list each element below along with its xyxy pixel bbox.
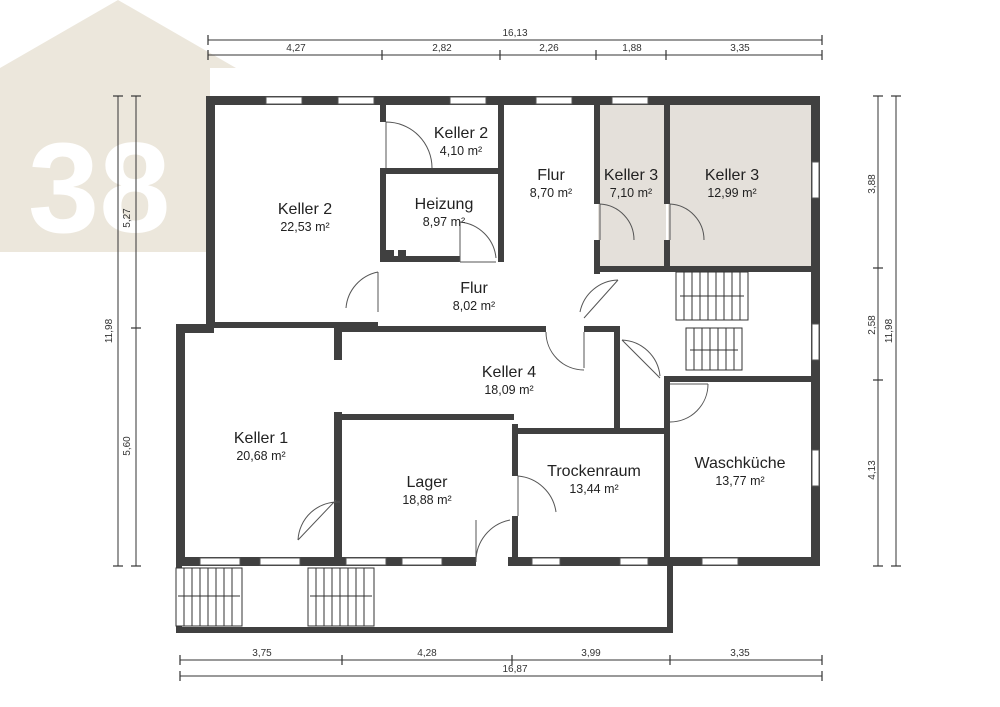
dimension-top: 3,35 — [730, 43, 750, 54]
dimension-right-total: 11,98 — [884, 318, 895, 343]
room-labels: Keller 2 4,10 m² Flur 8,70 m² Keller 3 7… — [234, 125, 786, 507]
room-name: Flur — [537, 167, 565, 184]
room-area: 13,77 m² — [715, 474, 764, 488]
dimension-bottom: 3,35 — [730, 648, 750, 659]
windows — [199, 96, 820, 566]
room-area: 8,97 m² — [423, 215, 465, 229]
room-area: 18,09 m² — [484, 383, 533, 397]
room-area: 7,10 m² — [610, 186, 652, 200]
room-fill-keller3-large — [668, 104, 812, 266]
room-area: 20,68 m² — [236, 449, 285, 463]
dimension-top: 2,82 — [432, 43, 452, 54]
room-area: 13,44 m² — [569, 482, 618, 496]
dimension-top: 4,27 — [286, 43, 306, 54]
room-area: 12,99 m² — [707, 186, 756, 200]
logo-text: 38 — [28, 117, 170, 260]
room-name: Heizung — [415, 196, 474, 213]
dimension-lines: 16,13 4,27 2,82 2,26 1,88 3,35 3,75 4,28… — [104, 28, 901, 681]
dimension-right: 4,13 — [867, 460, 878, 480]
dimension-right: 2,58 — [867, 315, 878, 335]
room-name: Waschküche — [695, 455, 786, 472]
room-name: Keller 1 — [234, 430, 288, 447]
dimension-bottom: 3,99 — [581, 648, 601, 659]
stairs — [175, 271, 749, 627]
dimension-bottom: 3,75 — [252, 648, 272, 659]
dimension-left-total: 11,98 — [104, 318, 115, 343]
room-area: 8,02 m² — [453, 299, 495, 313]
dimension-top-total: 16,13 — [502, 28, 527, 39]
dimension-left: 5,27 — [122, 208, 133, 228]
room-name: Keller 4 — [482, 364, 536, 381]
dimension-left: 5,60 — [122, 436, 133, 456]
doors — [297, 121, 709, 563]
dimension-bottom-total: 16,87 — [502, 664, 527, 675]
room-area: 22,53 m² — [280, 220, 329, 234]
room-area: 18,88 m² — [402, 493, 451, 507]
room-area: 8,70 m² — [530, 186, 572, 200]
room-name: Keller 3 — [705, 167, 759, 184]
room-fill-keller3-small — [598, 104, 666, 266]
room-name: Lager — [407, 474, 449, 491]
dimension-top: 2,26 — [539, 43, 559, 54]
room-name: Keller 3 — [604, 167, 658, 184]
room-name: Trockenraum — [547, 463, 641, 480]
room-name: Keller 2 — [278, 201, 332, 218]
room-area: 4,10 m² — [440, 144, 482, 158]
room-name: Keller 2 — [434, 125, 488, 142]
room-name: Flur — [460, 280, 488, 297]
dimension-right: 3,88 — [867, 174, 878, 194]
dimension-bottom: 4,28 — [417, 648, 437, 659]
dimension-top: 1,88 — [622, 43, 642, 54]
